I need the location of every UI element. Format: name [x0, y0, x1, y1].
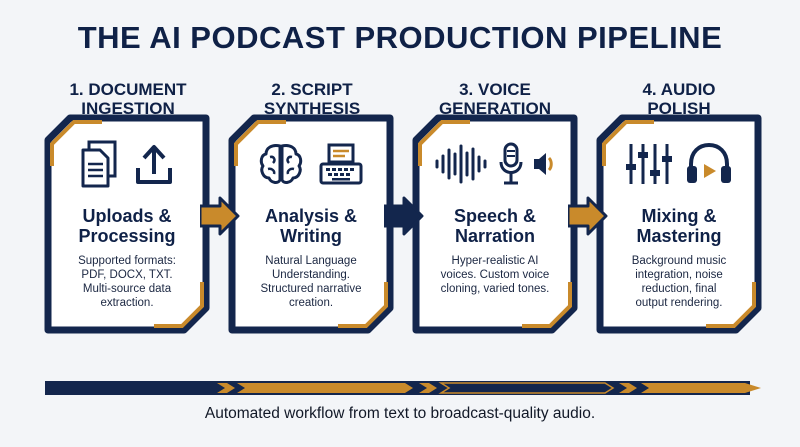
stage-3-card: Speech & Narration Hyper-realistic AI vo…	[412, 114, 578, 334]
stage-1-heading: 1. DOCUMENT INGESTION	[38, 80, 218, 118]
desc-line: output rendering.	[635, 297, 723, 309]
stage-2-heading-line2: SYNTHESIS	[263, 99, 361, 118]
stage-3-card-title: Speech & Narration	[420, 206, 570, 246]
brain-icon	[259, 144, 303, 184]
stage-4-heading-line1: 4. AUDIO	[642, 80, 716, 99]
desc-line: Background music	[631, 255, 727, 267]
footer-caption: Automated workflow from text to broadcas…	[204, 405, 596, 422]
stage-1-card: Uploads & Processing Supported formats: …	[44, 114, 210, 334]
stage-4-card-title: Mixing & Mastering	[604, 206, 754, 246]
stage-2-card: Analysis & Writing Natural Language Unde…	[228, 114, 394, 334]
upload-icon	[136, 145, 172, 184]
document-icon	[81, 140, 117, 188]
stage-3-description: Hyper-realistic AI voices. Custom voice …	[426, 254, 564, 296]
card-title-line2: Mastering	[636, 226, 722, 246]
typewriter-icon	[319, 143, 363, 185]
connector-arrow-3	[568, 196, 608, 236]
desc-line: creation.	[288, 297, 334, 309]
speaker-icon	[534, 153, 553, 175]
progress-segment-3	[438, 382, 615, 394]
progress-chevron-1	[217, 383, 235, 393]
stage-2-heading: 2. SCRIPT SYNTHESIS	[222, 80, 402, 118]
stage-1-description: Supported formats: PDF, DOCX, TXT. Multi…	[58, 254, 196, 310]
stage-1-heading-line1: 1. DOCUMENT	[69, 80, 187, 99]
desc-line: reduction, final	[641, 283, 717, 295]
desc-line: Multi-source data	[82, 283, 172, 295]
progress-segment-1	[45, 383, 213, 393]
card-title-line2: Narration	[454, 226, 535, 246]
desc-line: Hyper-realistic AI	[451, 255, 539, 267]
stage-1-heading-line2: INGESTION	[81, 99, 175, 118]
progress-chevron-3	[619, 383, 637, 393]
stage-4-heading: 4. AUDIO POLISH	[589, 80, 769, 118]
desc-line: extraction.	[100, 297, 154, 309]
card-title-line1: Analysis &	[264, 206, 358, 226]
card-title-line1: Uploads &	[82, 206, 172, 226]
stage-4-description: Background music integration, noise redu…	[610, 254, 748, 310]
card-title-line2: Writing	[280, 226, 342, 246]
stage-4-heading-line2: POLISH	[647, 99, 711, 118]
mixer-sliders-icon	[626, 144, 672, 184]
stage-2-heading-line1: 2. SCRIPT	[271, 80, 353, 99]
headphones-icon	[687, 142, 731, 183]
desc-line: Natural Language	[265, 255, 357, 267]
card-title-line2: Processing	[78, 226, 176, 246]
desc-line: Understanding.	[272, 269, 350, 281]
desc-line: Supported formats:	[78, 255, 176, 267]
card-title-line1: Mixing &	[641, 206, 717, 226]
stage-3-heading: 3. VOICE GENERATION	[405, 80, 585, 118]
stage-3-heading-line2: GENERATION	[438, 99, 552, 118]
microphone-icon	[499, 142, 523, 185]
connector-arrow-1	[200, 196, 240, 236]
page-title: THE AI PODCAST PRODUCTION PIPELINE	[77, 20, 723, 55]
desc-line: cloning, varied tones.	[440, 283, 550, 295]
desc-line: voices. Custom voice	[440, 269, 550, 281]
card-title-line1: Speech &	[453, 206, 537, 226]
progress-chevron-2	[419, 383, 437, 393]
stage-1-card-title: Uploads & Processing	[52, 206, 202, 246]
connector-arrow-2	[384, 196, 424, 236]
waveform-icon	[435, 144, 487, 184]
desc-line: Structured narrative	[260, 283, 362, 295]
stage-4-card: Mixing & Mastering Background music inte…	[596, 114, 762, 334]
progress-segment-2	[237, 383, 413, 393]
stage-2-description: Natural Language Understanding. Structur…	[242, 254, 380, 310]
desc-line: integration, noise	[635, 269, 723, 281]
stage-3-heading-line1: 3. VOICE	[459, 80, 531, 99]
progress-segment-4	[641, 383, 761, 393]
pipeline-progress-bar	[45, 381, 761, 395]
card-frame	[596, 114, 762, 334]
stage-2-card-title: Analysis & Writing	[236, 206, 386, 246]
desc-line: PDF, DOCX, TXT.	[81, 269, 173, 281]
